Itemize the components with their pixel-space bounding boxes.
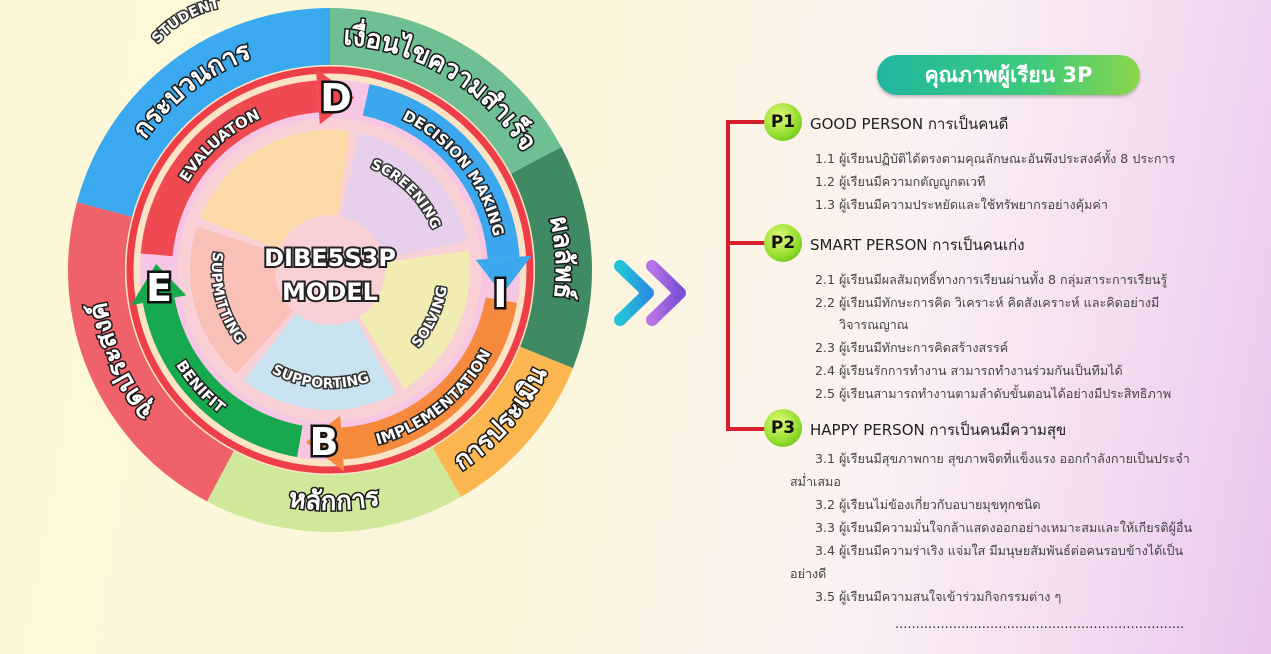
bracket-branch — [726, 241, 770, 245]
arrowhead — [131, 263, 187, 306]
bracket-line — [726, 121, 730, 429]
p3-item-continued: อย่างดี — [790, 566, 827, 581]
arrowhead — [315, 68, 355, 125]
cycle-arrow-decision-making — [362, 84, 520, 259]
bracket-branch — [726, 120, 770, 124]
p3-item: 3.1 ผู้เรียนมีสุขภาพกาย สุขภาพจิตที่แข็ง… — [815, 451, 1190, 466]
center-title-line2: MODEL — [282, 278, 378, 306]
p2-badge: P2 — [764, 224, 802, 262]
quality-title: คุณภาพผู้เรียน 3P — [877, 55, 1140, 95]
outer-segment-evaluation — [432, 346, 573, 497]
outer-segment-objectives — [67, 202, 234, 502]
outer-segment-success-conditions — [330, 8, 562, 174]
outer-segment-principles-label: หลักการ — [287, 482, 382, 517]
inner-petal-supmitting — [190, 226, 294, 375]
p3-badge: P3 — [764, 409, 802, 447]
p1-badge: P1 — [764, 103, 802, 141]
p3-item: 3.4 ผู้เรียนมีความร่าเริง แจ่มใส มีมนุษย… — [815, 543, 1184, 558]
outer-segment-principles — [206, 447, 461, 532]
p3-item: 3.2 ผู้เรียนไม่ข้องเกี่ยวกับอบายมุขทุกชน… — [815, 497, 1041, 512]
p2-item: 2.1 ผู้เรียนมีผลสัมฤทธิ์ทางการเรียนผ่านท… — [815, 272, 1168, 287]
p1-item: 1.3 ผู้เรียนมีความประหยัดและใช้ทรัพยากรอ… — [815, 197, 1108, 212]
cycle-arrow-implementation — [341, 297, 518, 460]
cycle-arrow-evaluaton — [140, 80, 319, 257]
inner-petal-solving — [359, 250, 471, 389]
dibe5s3p-model-wheel: กระบวนการเงื่อนไขความสำเร็จผลลัพธ์การประ… — [67, 0, 592, 532]
p3-heading: HAPPY PERSON การเป็นคนมีความสุข — [810, 421, 1067, 439]
cycle-letter-b: B — [310, 420, 339, 464]
outer-segment-process — [76, 8, 331, 217]
p1-heading: GOOD PERSON การเป็นคนดี — [810, 115, 1009, 133]
p3-item-continued: สม่ำเสมอ — [790, 474, 841, 489]
red-ring — [126, 66, 534, 474]
p2-heading: SMART PERSON การเป็นคนเก่ง — [810, 236, 1025, 254]
p2-item: 2.5 ผู้เรียนสามารถทำงานตามลำดับขั้นตอนได… — [815, 386, 1172, 401]
center-title-line1: DIBE5S3P — [264, 244, 396, 272]
inner-petal-student — [200, 130, 350, 250]
arrowhead — [305, 415, 345, 472]
outer-segment-results-label: ผลลัพธ์ — [543, 214, 579, 300]
cycle-letter-e: E — [146, 266, 172, 310]
double-chevron-arrow-icon — [614, 260, 686, 326]
p1-item: 1.1 ผู้เรียนปฏิบัติได้ตรงตามคุณลักษณะอัน… — [815, 151, 1176, 166]
cycle-letter-d: D — [320, 76, 352, 120]
cycle-arrow-benifit — [142, 297, 303, 458]
p2-item: 2.2 ผู้เรียนมีทักษะการคิด วิเคราะห์ คิดส… — [815, 295, 1160, 310]
inner-petal-supporting — [243, 313, 396, 410]
p3-item: 3.3 ผู้เรียนมีความมั่นใจกล้าแสดงออกอย่าง… — [815, 520, 1193, 535]
p3-item: 3.5 ผู้เรียนมีความสนใจเข้าร่วมกิจกรรมต่า… — [815, 589, 1062, 604]
cycle-letter-i: I — [493, 272, 507, 316]
p2-item: 2.4 ผู้เรียนรักการทำงาน สามารถทำงานร่วมก… — [815, 363, 1123, 378]
p1-item: 1.2 ผู้เรียนมีความกตัญญูกตเวที — [815, 174, 986, 189]
p2-item: 2.3 ผู้เรียนมีทักษะการคิดสร้างสรรค์ — [815, 340, 1009, 355]
outer-segment-results — [511, 146, 592, 369]
p2-item-continued: วิจารณญาณ — [839, 317, 909, 332]
arrowhead — [475, 255, 532, 295]
inner-petal-screening — [341, 133, 467, 259]
trailing-dots: ........................................… — [895, 617, 1185, 632]
bracket-branch — [726, 427, 770, 431]
